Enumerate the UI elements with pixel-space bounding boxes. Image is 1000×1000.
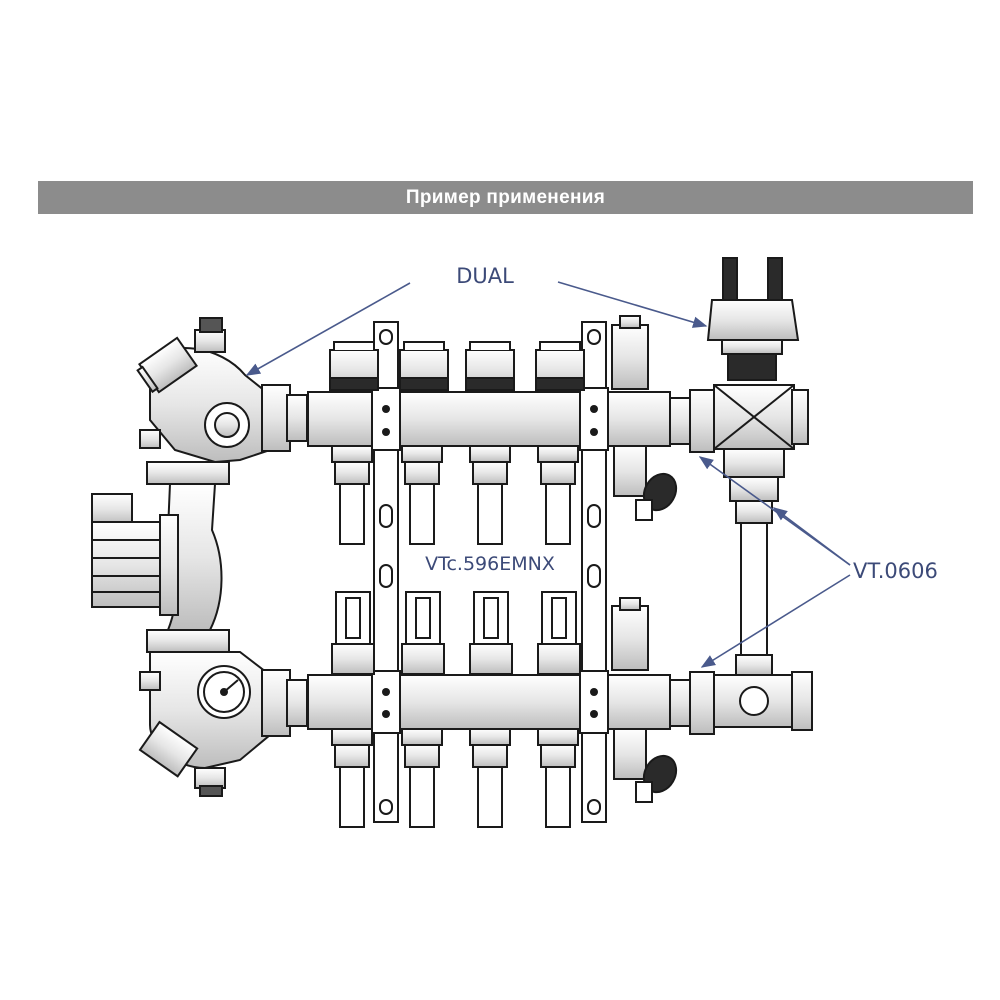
section-header-title: Пример применения — [405, 186, 606, 208]
flow-meter-2 — [401, 591, 445, 675]
upper-drain-valve — [613, 445, 678, 521]
lower-drain-valve — [613, 728, 678, 803]
left-lower-coupling — [261, 669, 308, 737]
supply-valve-cap-1 — [329, 341, 379, 391]
vt0606-label: VT.0606 — [853, 559, 938, 583]
lower-air-vent — [611, 597, 649, 671]
return-outlet-3 — [469, 728, 511, 828]
dual-label: DUAL — [456, 264, 514, 288]
supply-outlet-2 — [401, 445, 443, 545]
left-vertical-pipe — [146, 461, 230, 653]
flow-meter-3 — [469, 591, 513, 675]
return-outlet-4 — [537, 728, 579, 828]
supply-valve-cap-2 — [399, 341, 449, 391]
left-mixing-valve-body — [136, 317, 271, 464]
flow-meter-1 — [331, 591, 375, 675]
vt0606-arrow-lower — [700, 574, 851, 668]
supply-outlet-4 — [537, 445, 579, 545]
dual-actuator-head — [706, 257, 800, 381]
supply-valve-cap-3 — [465, 341, 515, 391]
thermometer-gauge — [197, 665, 251, 719]
return-outlet-1 — [331, 728, 373, 828]
supply-outlet-1 — [331, 445, 373, 545]
upper-air-vent — [611, 315, 649, 390]
vt0606-arrow-middle — [772, 507, 851, 566]
bypass-tee-lower — [713, 654, 813, 731]
return-manifold-bar — [307, 674, 671, 730]
section-header-banner: Пример применения — [38, 181, 973, 214]
supply-valve-cap-4 — [535, 341, 585, 391]
right-upper-coupling — [669, 389, 715, 453]
left-upper-coupling — [261, 384, 308, 452]
supply-manifold-bar — [307, 391, 671, 447]
dual-arrow-right — [557, 281, 708, 328]
return-outlet-2 — [401, 728, 443, 828]
flow-meter-4 — [537, 591, 581, 675]
manifold-model-label: VTc.596EMNX — [425, 553, 555, 575]
four-way-valve-body — [713, 384, 809, 478]
right-lower-coupling — [669, 671, 715, 735]
bypass-pipe — [740, 522, 768, 672]
supply-outlet-3 — [469, 445, 511, 545]
dual-arrow-left — [245, 282, 411, 376]
circulation-pump — [91, 493, 179, 616]
